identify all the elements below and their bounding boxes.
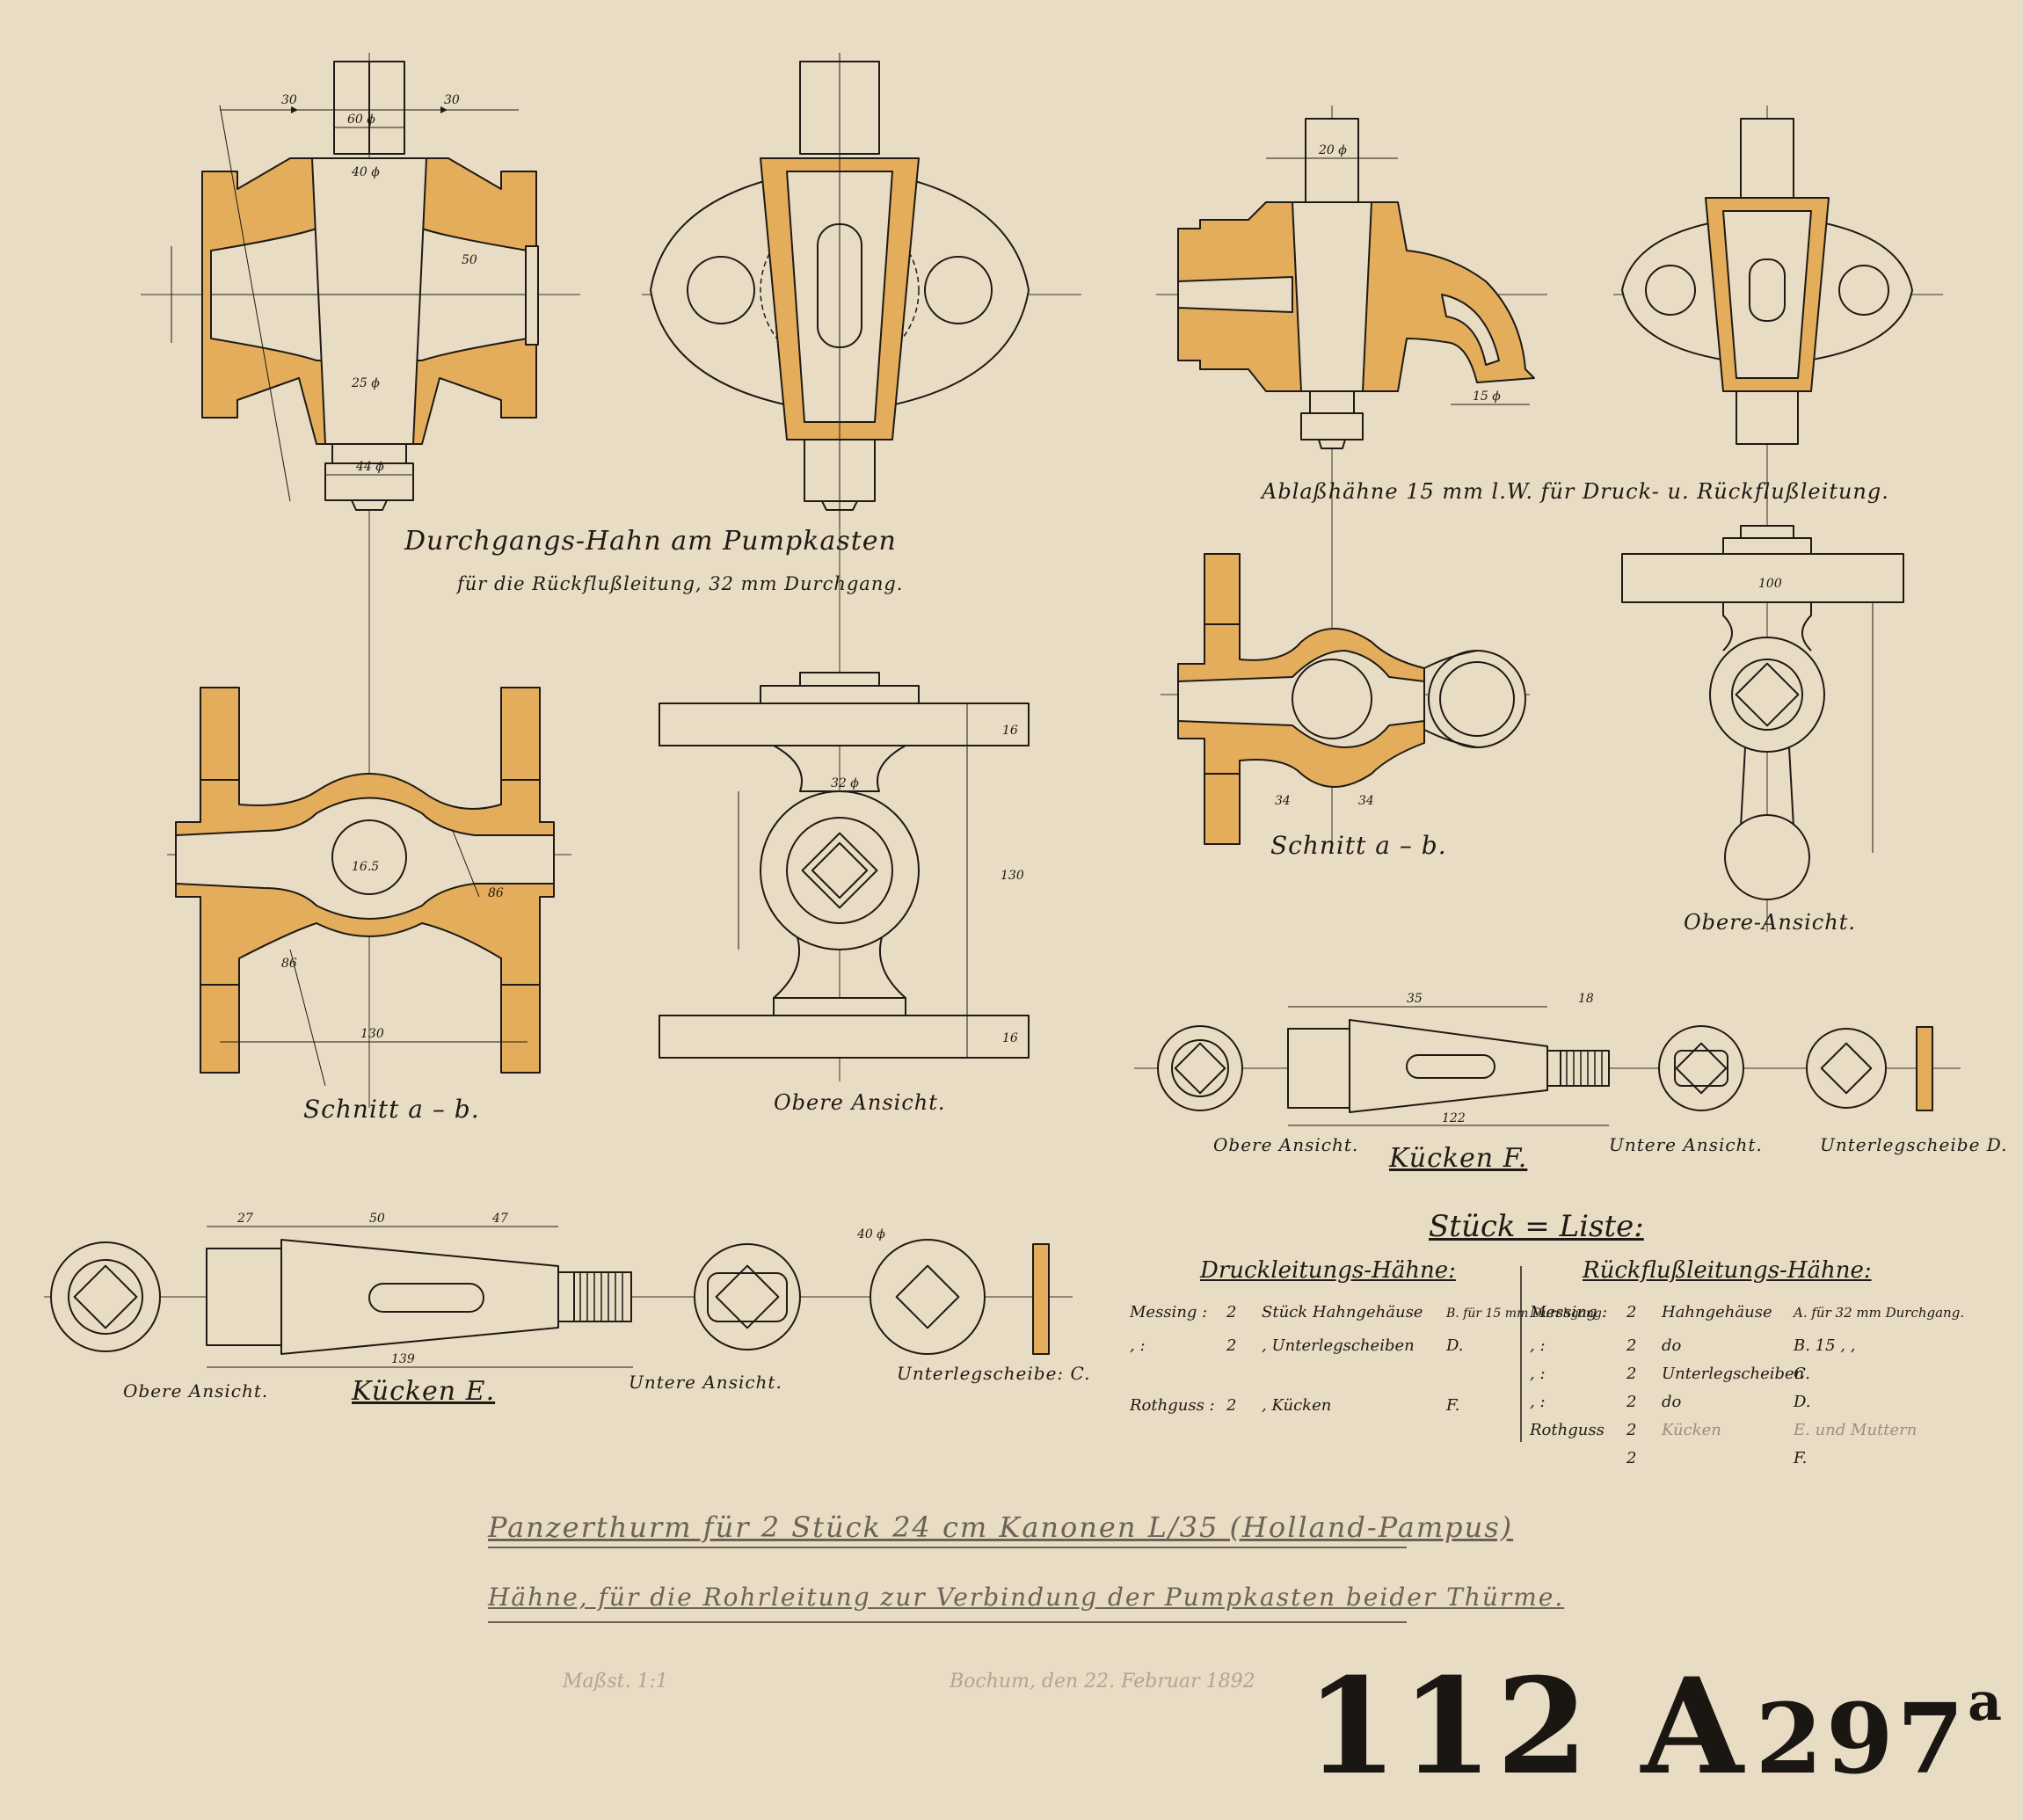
dim-label: 16 <box>1002 1031 1018 1045</box>
scale-note: Maßst. 1:1 <box>563 1671 668 1693</box>
dim-label: 139 <box>391 1352 415 1366</box>
stamp-number-2: 297 <box>1755 1682 1968 1795</box>
dim-label: 86 <box>281 957 297 971</box>
dim-label: 25 ϕ <box>351 376 380 390</box>
through-cock-caption: Durchgangs-Hahn am Pumpkasten <box>404 526 897 557</box>
stamp-suffix: a <box>1968 1671 2005 1733</box>
dim-label: 20 ϕ <box>1318 143 1347 157</box>
dim-label: 50 <box>462 253 477 267</box>
dim-label: 40 ϕ <box>856 1227 885 1241</box>
plug-f-bottom-label: Untere Ansicht. <box>1609 1134 1763 1155</box>
through-cock-cut-ab <box>175 687 555 1087</box>
drawing-subtitle: Hähne, für die Rohrleitung zur Verbindun… <box>488 1583 1565 1612</box>
dim-label: 32 ϕ <box>831 776 859 790</box>
title-underlines <box>488 1547 1407 1623</box>
plug-f-top-label: Obere Ansicht. <box>1213 1134 1359 1155</box>
dim-label: 18 <box>1578 992 1594 1006</box>
top-view-left-label: Obere Ansicht. <box>774 1090 946 1115</box>
section-left-label: Schnitt a – b. <box>303 1095 480 1124</box>
dim-label: 15 ϕ <box>1473 389 1501 404</box>
dim-label: 40 ϕ <box>351 165 380 179</box>
archive-stamp: 112 A 297a <box>1306 1649 2005 1804</box>
plug-e-label: Kücken E. <box>352 1376 496 1407</box>
through-cock-section <box>171 61 539 511</box>
dim-label: 86 <box>488 886 504 900</box>
washer-c-label: Unterlegscheibe: C. <box>897 1363 1091 1384</box>
dim-label: 50 <box>369 1212 385 1226</box>
through-cock-top-view <box>659 672 1030 1059</box>
drain-cock-caption: Ablaßhähne 15 mm l.W. für Druck- u. Rück… <box>1262 479 1889 504</box>
dim-label: 16.5 <box>352 860 379 874</box>
dim-label: 27 <box>237 1212 253 1226</box>
stamp-number-1: 112 A <box>1306 1649 1747 1804</box>
washer-d-label: Unterlegscheibe D. <box>1820 1134 2008 1155</box>
dim-label: 30 <box>281 93 297 107</box>
plug-e-top-label: Obere Ansicht. <box>123 1380 269 1401</box>
dim-label: 100 <box>1758 577 1782 591</box>
drain-cock-top-view <box>1621 525 1904 900</box>
drain-cock-cut-ab <box>1177 553 1526 845</box>
dim-label: 60 ϕ <box>347 113 375 127</box>
section-right-label: Schnitt a – b. <box>1270 831 1447 860</box>
plug-f-views <box>1157 1006 1933 1126</box>
pressure-cocks-heading: Druckleitungs-Hähne: <box>1200 1257 1456 1284</box>
dim-label: 44 ϕ <box>355 460 384 474</box>
dim-label: 30 <box>444 93 460 107</box>
through-cock-subcaption: für die Rückflußleitung, 32 mm Durchgang… <box>457 573 904 594</box>
dim-label: 47 <box>491 1212 508 1226</box>
drawing-title: Panzerthurm für 2 Stück 24 cm Kanonen L/… <box>488 1511 1514 1544</box>
date-note: Bochum, den 22. Februar 1892 <box>950 1671 1255 1693</box>
plug-e-views <box>50 1226 1050 1368</box>
through-cock-side-view <box>650 53 1030 528</box>
drain-cock-section <box>1177 118 1535 449</box>
dim-label: 34 <box>1275 794 1291 808</box>
top-view-right-label: Obere-Ansicht. <box>1684 910 1856 935</box>
dim-label: 122 <box>1442 1111 1466 1125</box>
plug-e-bottom-label: Untere Ansicht. <box>629 1372 782 1393</box>
return-cocks-heading: Rückflußleitungs-Hähne: <box>1583 1257 1872 1284</box>
drain-cock-side-view <box>1621 118 1913 445</box>
parts-list-title: Stück = Liste: <box>1429 1209 1644 1244</box>
dim-label: 35 <box>1407 992 1423 1006</box>
plug-f-label: Kücken F. <box>1389 1143 1528 1174</box>
dim-label: 130 <box>1001 869 1024 883</box>
dim-label: 130 <box>360 1027 384 1041</box>
dim-label: 16 <box>1002 724 1018 738</box>
dim-label: 34 <box>1358 794 1374 808</box>
